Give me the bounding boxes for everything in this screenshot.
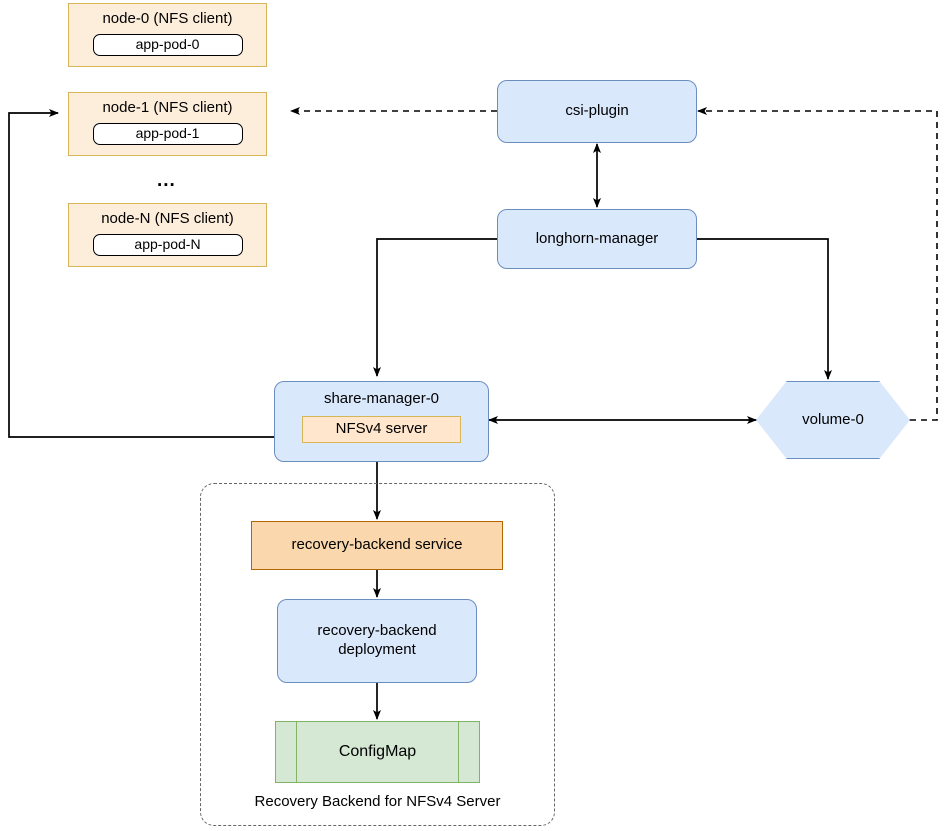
recovery-backend-deployment-label-line2: deployment <box>338 641 416 658</box>
edge-volume-to-csi-plugin <box>697 107 938 421</box>
recovery-backend-deployment-box[interactable]: recovery-backend deployment <box>277 599 477 683</box>
edge-nfs-server-to-node-1 <box>8 109 298 438</box>
pod-box[interactable]: app-pod-N <box>92 233 243 256</box>
pod-box[interactable]: app-pod-1 <box>92 122 243 145</box>
host-card-node-1[interactable]: node-1 (NFS client) app-pod-1 <box>68 92 267 156</box>
configmap-left-divider <box>296 722 297 782</box>
edge-longhorn-manager-to-volume <box>697 238 832 380</box>
host-card-node-0[interactable]: node-0 (NFS client) app-pod-0 <box>68 3 267 67</box>
host-title: node-1 (NFS client) <box>102 99 233 116</box>
share-manager-label: share-manager-0 <box>323 390 440 407</box>
recovery-backend-group <box>200 483 555 826</box>
recovery-backend-service-box[interactable]: recovery-backend service <box>251 521 503 570</box>
pod-box[interactable]: app-pod-0 <box>92 33 243 56</box>
longhorn-manager-box[interactable]: longhorn-manager <box>497 209 697 269</box>
csi-plugin-label: csi-plugin <box>565 102 629 120</box>
share-manager-box[interactable]: share-manager-0 NFSv4 server <box>274 381 489 462</box>
csi-plugin-box[interactable]: csi-plugin <box>497 80 697 143</box>
configmap-right-divider <box>458 722 459 782</box>
configmap-box[interactable]: ConfigMap <box>275 721 480 783</box>
volume-label: volume-0 <box>802 410 864 428</box>
hosts-ellipsis: ... <box>157 170 176 191</box>
recovery-backend-deployment-label-line1: recovery-backend <box>317 622 437 640</box>
recovery-backend-group-caption: Recovery Backend for NFSv4 Server <box>254 793 501 810</box>
longhorn-manager-label: longhorn-manager <box>535 229 659 247</box>
host-card-node-n[interactable]: node-N (NFS client) app-pod-N <box>68 203 267 267</box>
configmap-label: ConfigMap <box>338 743 417 760</box>
host-title: node-0 (NFS client) <box>102 10 233 27</box>
nfsv4-server-box[interactable]: NFSv4 server <box>302 415 461 443</box>
edge-longhorn-manager-to-share-manager <box>373 238 497 377</box>
recovery-backend-service-label: recovery-backend service <box>291 536 463 554</box>
host-title: node-N (NFS client) <box>101 210 234 227</box>
volume-hexagon[interactable]: volume-0 <box>756 381 910 459</box>
